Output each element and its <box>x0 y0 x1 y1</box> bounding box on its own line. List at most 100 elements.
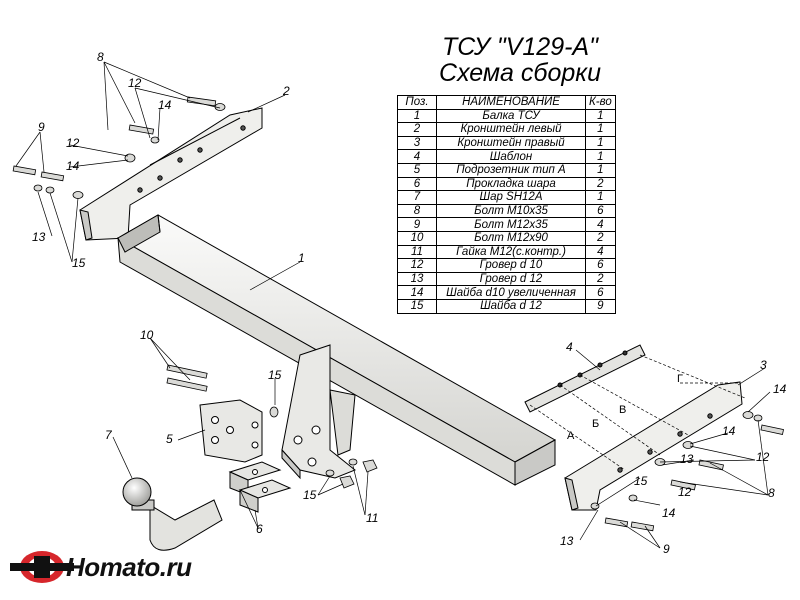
row-name: Балка ТСУ <box>436 108 586 124</box>
callout-1: 1 <box>298 251 305 265</box>
socket-plate <box>199 399 263 463</box>
dimension-letter-v: В <box>619 404 627 416</box>
row-name: Гровер d 12 <box>436 271 586 287</box>
callout-15: 15 <box>268 368 282 382</box>
row-name: Прокладка шара <box>436 176 586 192</box>
callout-10: 10 <box>140 328 154 342</box>
header-qty: К-во <box>585 95 616 110</box>
row-pos: 5 <box>397 162 437 178</box>
row-qty: 4 <box>585 217 616 232</box>
parts-table-header: Поз. НАИМЕНОВАНИЕ К-во <box>397 95 616 110</box>
row-name: Болт М10х35 <box>436 203 586 219</box>
callout-14: 14 <box>662 506 676 520</box>
template-strip <box>524 344 646 413</box>
row-name: Шаблон <box>436 149 586 164</box>
homato-logo-icon <box>10 551 74 583</box>
row-pos: 8 <box>397 203 437 219</box>
callout-15: 15 <box>634 474 648 488</box>
ball-mount-plates <box>281 344 356 480</box>
callout-13: 13 <box>32 230 46 244</box>
row-name: Гайка М12(с.контр.) <box>436 244 586 260</box>
row-pos: 4 <box>397 149 437 164</box>
callout-12: 12 <box>128 76 142 90</box>
row-qty: 6 <box>585 258 616 273</box>
row-qty: 9 <box>585 298 616 314</box>
row-pos: 10 <box>397 230 437 246</box>
row-qty: 1 <box>585 108 616 124</box>
diagram-title: ТСУ "V129-A" <box>442 33 598 61</box>
callout-5: 5 <box>166 432 173 446</box>
callout-12: 12 <box>678 485 692 499</box>
callout-14: 14 <box>158 98 172 112</box>
callout-15: 15 <box>72 256 86 270</box>
right-bracket <box>564 381 743 511</box>
callout-6: 6 <box>256 522 263 536</box>
callout-9: 9 <box>663 542 670 556</box>
dimension-letter-a: А <box>567 430 575 442</box>
row-qty: 1 <box>585 190 616 205</box>
callout-8: 8 <box>768 486 775 500</box>
callout-15: 15 <box>303 488 317 502</box>
row-qty: 2 <box>585 176 616 192</box>
dimension-letter-b: Б <box>592 418 600 430</box>
row-qty: 4 <box>585 244 616 260</box>
callout-11: 11 <box>366 511 379 525</box>
callout-14: 14 <box>722 424 736 438</box>
row-qty: 2 <box>585 230 616 246</box>
row-name: Кронштейн левый <box>436 122 586 137</box>
row-name: Кронштейн правый <box>436 135 586 151</box>
row-qty: 6 <box>585 203 616 219</box>
row-qty: 1 <box>585 135 616 151</box>
row-name: Болт М12х90 <box>436 230 586 246</box>
row-name: Гровер d 10 <box>436 258 586 273</box>
callout-3: 3 <box>760 358 767 372</box>
callout-12: 12 <box>756 450 770 464</box>
callout-7: 7 <box>105 428 112 442</box>
header-name: НАИМЕНОВАНИЕ <box>436 95 586 110</box>
row-name: Подрозетник тип А <box>436 162 586 178</box>
row-qty: 1 <box>585 122 616 137</box>
logo-text: Homato.ru <box>66 552 192 582</box>
callout-4: 4 <box>566 340 573 354</box>
row-pos: 7 <box>397 190 437 205</box>
row-name: Шайба d10 увеличенная <box>436 285 586 300</box>
row-pos: 9 <box>397 217 437 232</box>
row-name: Шайба d 12 <box>436 298 586 314</box>
callout-13: 13 <box>680 452 694 466</box>
row-pos: 11 <box>397 244 437 260</box>
row-qty: 6 <box>585 285 616 300</box>
callout-8: 8 <box>97 50 104 64</box>
left-bracket <box>79 107 263 241</box>
row-pos: 3 <box>397 135 437 151</box>
callout-9: 9 <box>38 120 45 134</box>
row-name: Шар SH12A <box>436 190 586 205</box>
callout-12: 12 <box>66 136 80 150</box>
row-qty: 2 <box>585 271 616 287</box>
row-qty: 1 <box>585 149 616 164</box>
header-pos: Поз. <box>397 95 437 110</box>
row-pos: 15 <box>397 298 437 314</box>
diagram-subtitle: Схема сборки <box>439 59 601 87</box>
row-pos: 6 <box>397 176 437 192</box>
ball-spacers <box>228 461 292 513</box>
callout-14: 14 <box>773 382 787 396</box>
row-name: Болт М12х35 <box>436 217 586 232</box>
row-pos: 12 <box>397 258 437 273</box>
callout-13: 13 <box>560 534 574 548</box>
callout-2: 2 <box>283 84 290 98</box>
